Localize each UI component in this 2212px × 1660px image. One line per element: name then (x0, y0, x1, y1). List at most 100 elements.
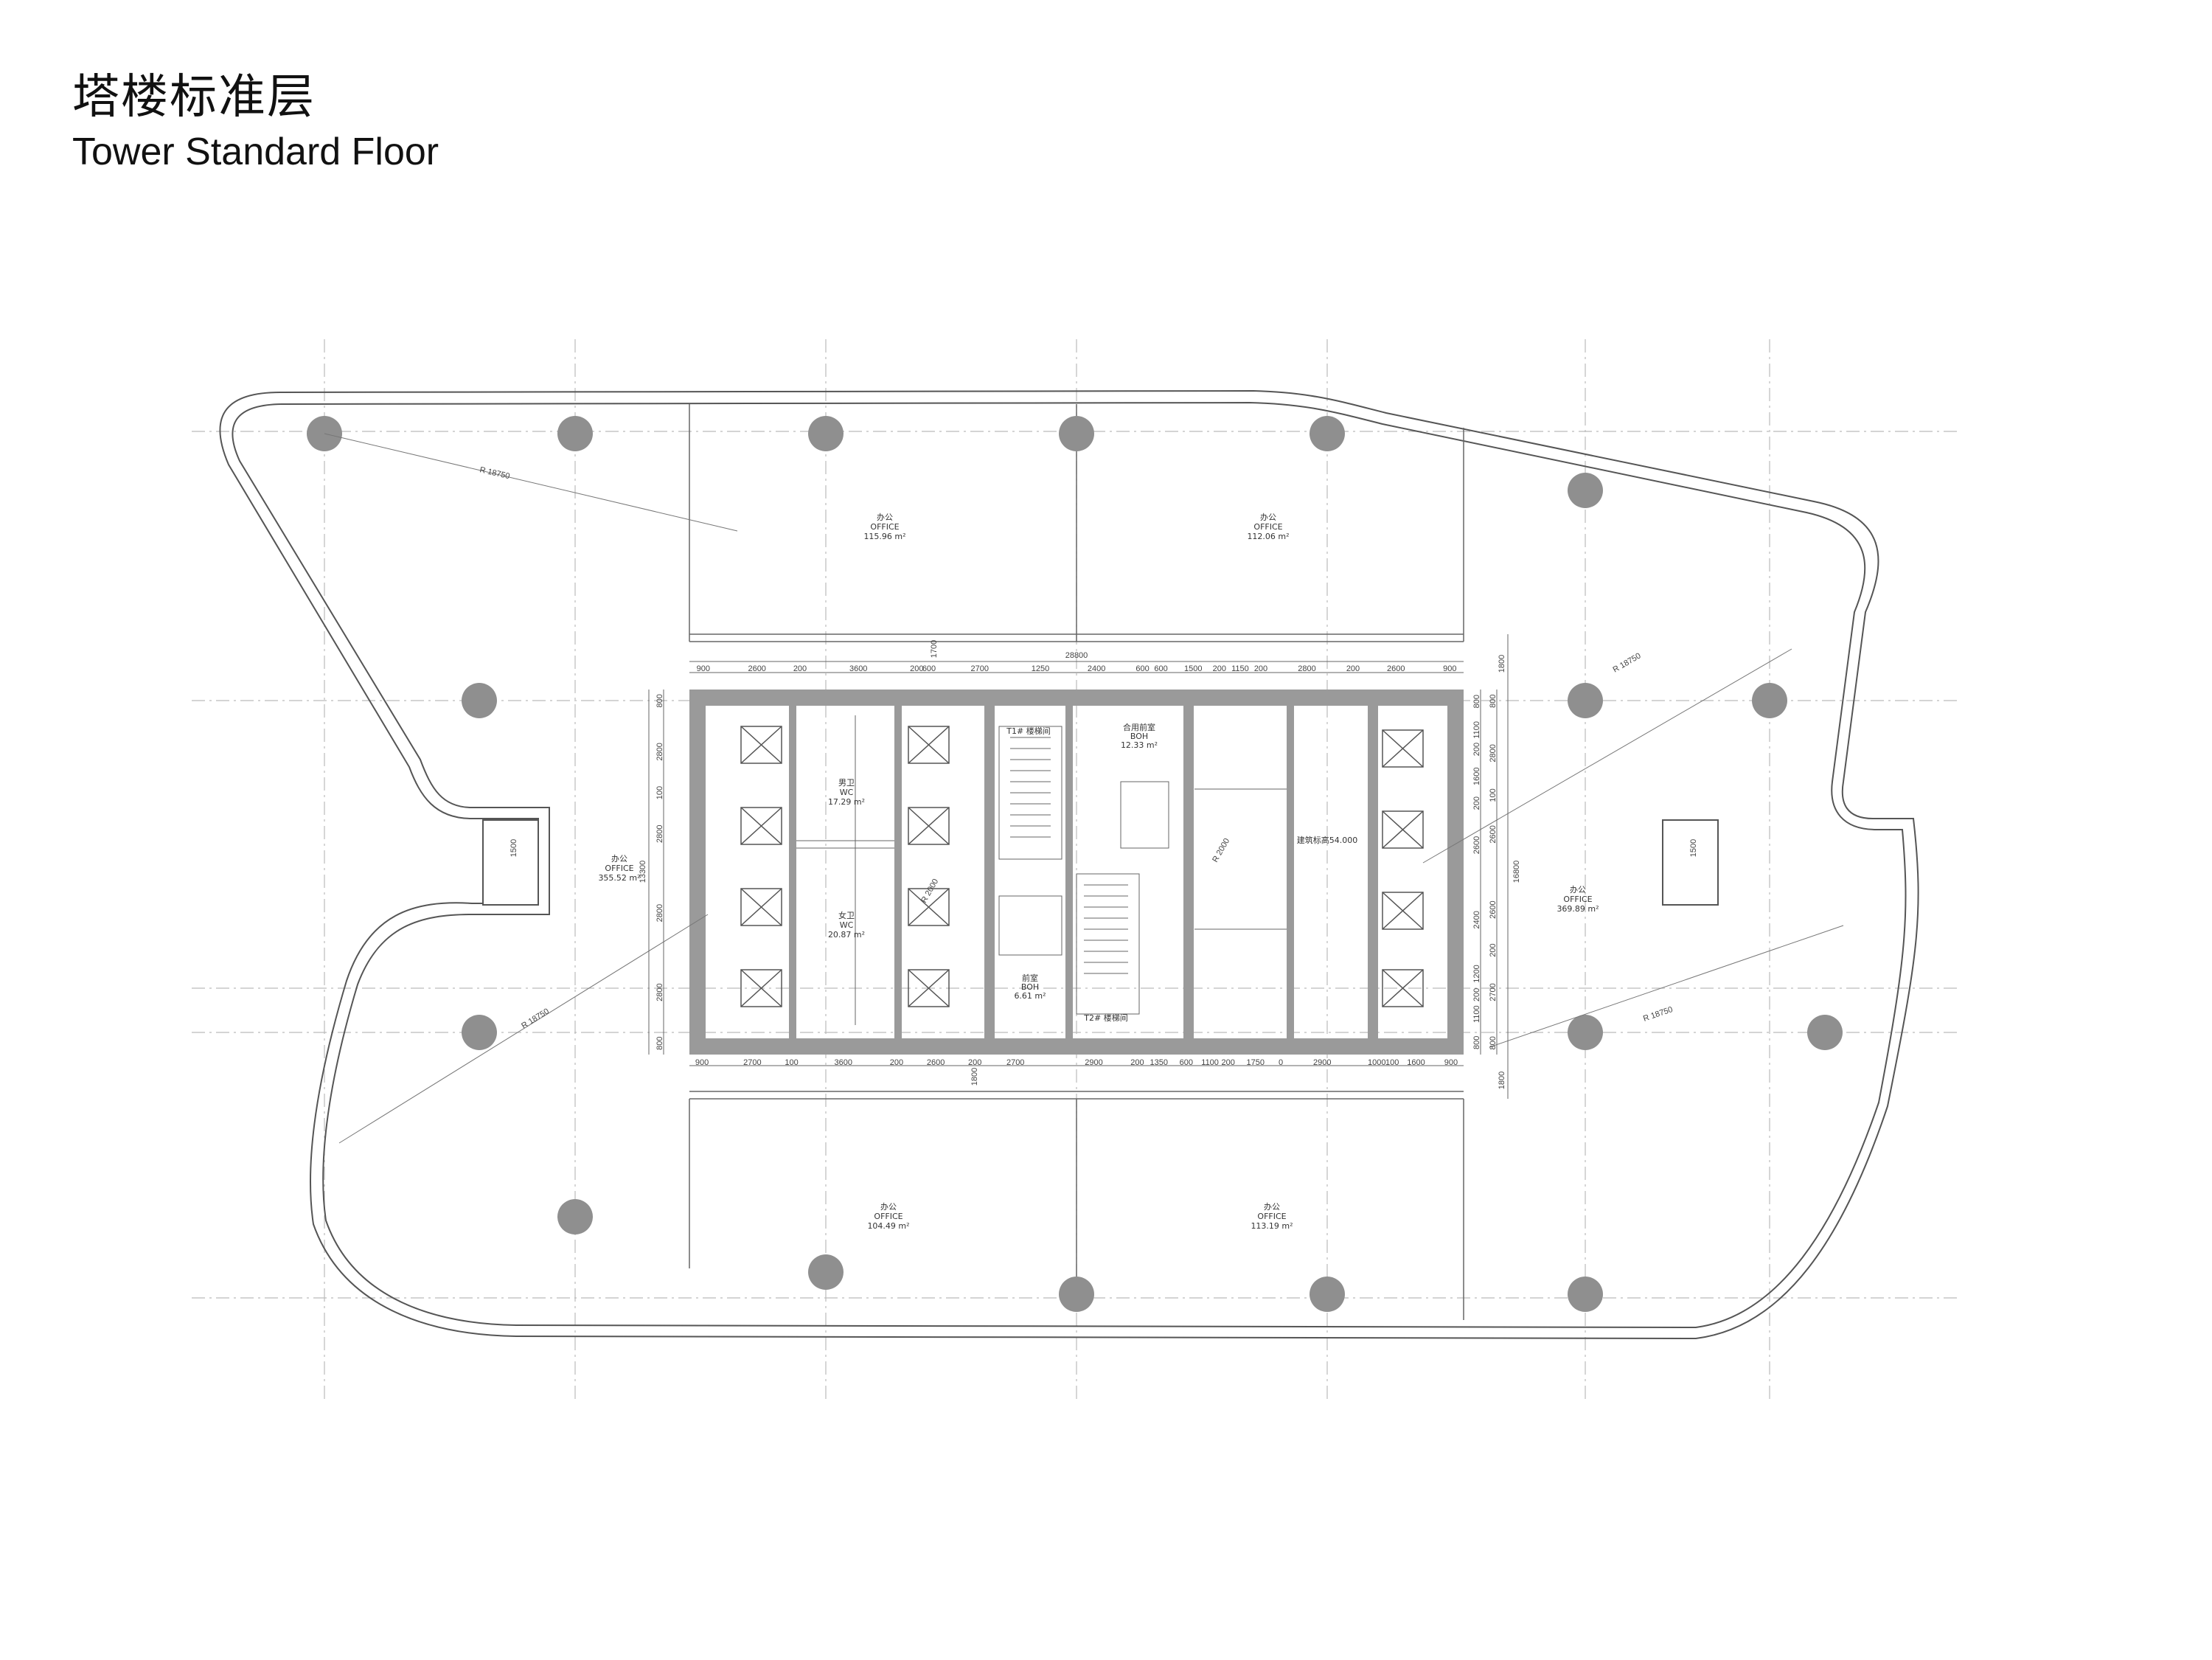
top-chain-value: 2600 (1387, 664, 1405, 673)
room-office-nw-area: 115.96 m² (863, 532, 905, 541)
right-chain-value: 200 (1472, 743, 1481, 756)
bottom-chain-value: 2700 (1006, 1058, 1024, 1067)
left-chain-value: 2800 (655, 983, 664, 1001)
bottom-chain-value: 900 (695, 1058, 709, 1067)
room-office-e-area: 369.89 m² (1557, 904, 1599, 914)
dim-right-overall: 16800 (1512, 861, 1521, 883)
right-chain2-value: 2800 (1489, 744, 1498, 762)
bottom-chain-value: 2600 (927, 1058, 945, 1067)
bottom-chain-value: 2700 (743, 1058, 761, 1067)
room-boh-2-en: BOH (1021, 982, 1039, 992)
right-chain-value: 200 (1472, 988, 1481, 1001)
room-boh-1-en: BOH (1130, 732, 1148, 741)
bottom-chain-value: 200 (890, 1058, 903, 1067)
bottom-chain-value: 1750 (1247, 1058, 1265, 1067)
dim-left-wing: 1500 (509, 839, 518, 857)
right-chain2-value: 2600 (1489, 900, 1498, 918)
room-office-sw-zh: 办公 (880, 1202, 897, 1212)
right-chain2-value: 800 (1489, 695, 1498, 708)
room-office-e-en: OFFICE (1563, 895, 1592, 904)
room-boh-2-area: 6.61 m² (1014, 991, 1046, 1001)
room-stair-2: T2# 楼梯间 (1083, 1013, 1127, 1023)
bottom-chain-value: 1600 (1407, 1058, 1425, 1067)
core-interior (796, 715, 1287, 1025)
radius-label-sw: R 18750 (520, 1007, 551, 1030)
top-chain-value: 600 (922, 664, 936, 673)
top-chain-value: 2700 (971, 664, 989, 673)
dim-bottom-offset: 1800 (1498, 1072, 1506, 1089)
top-chain-value: 2800 (1298, 664, 1315, 673)
bottom-chain-value: 2900 (1085, 1058, 1102, 1067)
room-office-sw-area: 104.49 m² (867, 1221, 909, 1231)
right-chain-value: 2400 (1472, 911, 1481, 928)
bottom-chain-value: 2900 (1313, 1058, 1331, 1067)
top-chain-value: 600 (1135, 664, 1149, 673)
top-chain-value: 600 (1154, 664, 1167, 673)
dimension-lines (648, 634, 1509, 1099)
bottom-chain-value: 1350 (1150, 1058, 1168, 1067)
radius-label-ne: R 18750 (1612, 651, 1643, 674)
dim-top-offset: 1800 (1498, 655, 1506, 673)
radius-small-label-2: R 2000 (1211, 837, 1231, 864)
top-chain-value: 200 (1213, 664, 1226, 673)
dim-right-wing: 1500 (1689, 839, 1698, 857)
room-wc-male-zh: 男卫 (838, 778, 855, 788)
top-chain-value: 2400 (1088, 664, 1105, 673)
top-chain-value: 900 (697, 664, 710, 673)
right-chain2-value: 2600 (1489, 825, 1498, 843)
top-chain-value: 200 (1346, 664, 1360, 673)
room-office-ne-zh: 办公 (1260, 513, 1276, 522)
columns (307, 416, 1843, 1312)
right-chain-value: 800 (1472, 695, 1481, 708)
bottom-chain-value: 200 (1130, 1058, 1144, 1067)
right-chain-value: 1200 (1472, 965, 1481, 982)
room-office-se-zh: 办公 (1264, 1202, 1280, 1212)
room-wc-male-en: WC (840, 788, 854, 797)
slab-outline (219, 389, 1919, 1340)
right-chain2-value: 200 (1489, 943, 1498, 956)
bottom-chain-value: 100 (1385, 1058, 1399, 1067)
top-chain-value: 200 (793, 664, 807, 673)
room-boh-1-zh: 合用前室 (1123, 722, 1155, 732)
right-chain2-value: 2700 (1489, 983, 1498, 1001)
right-chain-value: 200 (1472, 796, 1481, 810)
top-chain-value: 2600 (748, 664, 765, 673)
radius-label-nw: R 18750 (479, 465, 510, 481)
left-chain-value: 2800 (655, 904, 664, 922)
room-office-e-zh: 办公 (1570, 885, 1586, 895)
left-chain-value: 800 (655, 694, 664, 707)
bottom-chain-value: 1000 (1368, 1058, 1385, 1067)
radius-small-label-1: R 2000 (919, 878, 940, 905)
radius-label-se: R 18750 (1642, 1005, 1674, 1024)
page-title-chinese: 塔楼标准层 (72, 70, 316, 125)
top-chain-value: 1150 (1231, 664, 1249, 673)
elevation-label: 建筑标高54.000 (1297, 835, 1358, 845)
bottom-chain-value: 100 (785, 1058, 798, 1067)
room-office-se-area: 113.19 m² (1251, 1221, 1293, 1231)
bottom-chain-value: 3600 (835, 1058, 852, 1067)
room-wc-male-area: 17.29 m² (828, 797, 865, 807)
top-chain-value: 1500 (1184, 664, 1202, 673)
bottom-chain-value: 1100 (1201, 1058, 1219, 1067)
top-chain-value: 3600 (849, 664, 867, 673)
bottom-chain-value: 200 (1222, 1058, 1235, 1067)
room-boh-2-zh: 前室 (1022, 973, 1038, 983)
left-chain-value: 2800 (655, 743, 664, 760)
room-office-ne-area: 112.06 m² (1247, 532, 1289, 541)
left-chain-value: 800 (655, 1037, 664, 1050)
top-chain-value: 1250 (1032, 664, 1049, 673)
radius-leaders (324, 433, 1844, 1144)
core-walls (689, 690, 1464, 1055)
bottom-chain-value: 200 (968, 1058, 981, 1067)
top-chain-value: 200 (910, 664, 923, 673)
left-chain-value: 100 (655, 786, 664, 799)
elevator-shafts (740, 726, 1424, 1007)
right-chain-value: 1600 (1472, 767, 1481, 785)
top-chain-value: 200 (1254, 664, 1267, 673)
room-office-nw-zh: 办公 (877, 513, 893, 522)
